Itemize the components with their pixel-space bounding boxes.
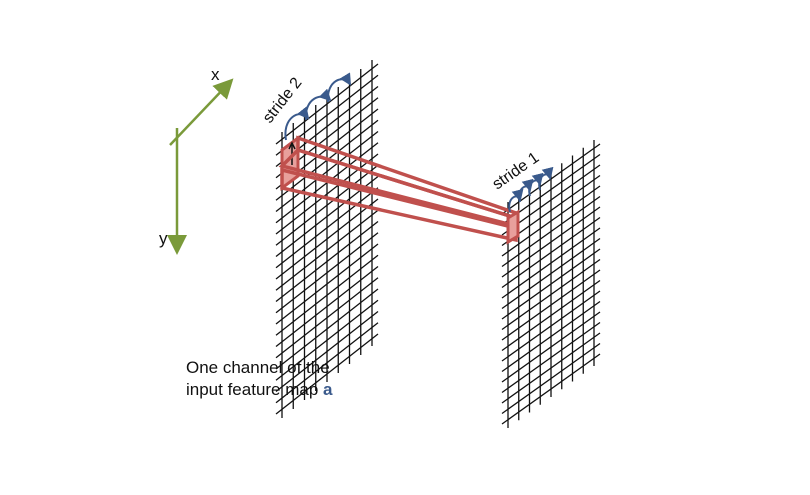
grid-horizontal-line	[275, 277, 379, 359]
grid-horizontal-line	[501, 227, 601, 299]
grid-horizontal-line	[501, 290, 601, 362]
input-map-caption: One channel of the input feature map a	[186, 357, 333, 401]
grid-horizontal-line	[275, 254, 379, 336]
output-pixel	[506, 209, 520, 245]
grid-horizontal-line	[275, 164, 379, 246]
grid-horizontal-line	[275, 333, 379, 415]
stride-1-label: stride 1	[490, 149, 543, 193]
caption-line-2-text: input feature map	[186, 380, 324, 399]
grid-horizontal-line	[275, 153, 379, 235]
grid-horizontal-line	[501, 258, 601, 331]
grid-horizontal-line	[275, 322, 379, 404]
grid-horizontal-line	[501, 195, 601, 268]
grid-horizontal-line	[501, 353, 601, 425]
grid-horizontal-line	[501, 206, 601, 278]
grid-horizontal-line	[501, 269, 601, 341]
grid-horizontal-line	[501, 332, 601, 404]
stride-2-label: stride 2	[260, 75, 306, 127]
grid-horizontal-line	[275, 209, 379, 291]
grid-horizontal-line	[501, 216, 601, 289]
grid-horizontal-line	[275, 299, 379, 381]
caption-line-2: input feature map a	[186, 379, 333, 401]
grid-horizontal-line	[501, 321, 601, 394]
grid-horizontal-line	[275, 130, 379, 213]
projection-beam-bottom	[280, 167, 518, 243]
grid-horizontal-line	[275, 220, 379, 303]
y-axis-label: y	[159, 229, 168, 248]
caption-line-1: One channel of the	[186, 358, 330, 377]
axis-indicator: x y	[159, 65, 234, 255]
grid-horizontal-line	[275, 310, 379, 393]
grid-horizontal-line	[501, 185, 601, 257]
grid-horizontal-line	[275, 232, 379, 314]
grid-horizontal-line	[275, 198, 379, 280]
grid-horizontal-line	[501, 248, 601, 320]
grid-horizontal-line	[275, 187, 379, 269]
feature-map-symbol: a	[323, 380, 333, 399]
grid-horizontal-line	[275, 288, 379, 370]
grid-horizontal-line	[275, 243, 379, 325]
grid-horizontal-line	[275, 265, 379, 348]
grid-horizontal-line	[501, 237, 601, 310]
x-axis-arrow	[169, 78, 234, 146]
stride-1-arrows	[508, 166, 554, 213]
grid-horizontal-line	[501, 279, 601, 352]
receptive-field	[278, 135, 520, 245]
grid-horizontal-line	[275, 63, 379, 145]
grid-horizontal-line	[501, 300, 601, 373]
stride-2-arrows	[284, 72, 352, 141]
output-feature-map-grid	[501, 140, 601, 428]
grid-horizontal-line	[501, 311, 601, 383]
x-axis-label: x	[211, 65, 220, 84]
grid-horizontal-line	[501, 342, 601, 415]
